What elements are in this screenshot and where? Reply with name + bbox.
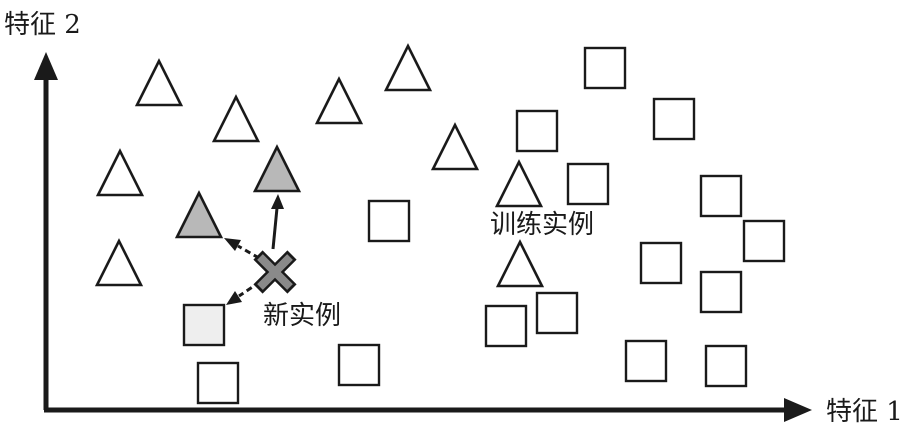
- triangle-sample: [383, 43, 433, 92]
- square-sample: [484, 304, 528, 348]
- triangle-sample: [430, 122, 480, 171]
- square-sample: [704, 344, 748, 388]
- square-sample: [699, 270, 743, 314]
- square-sample: [367, 199, 411, 243]
- triangle-sample: [95, 148, 145, 197]
- triangle-sample: [495, 239, 545, 288]
- square-sample: [699, 174, 743, 218]
- square-sample: [583, 46, 627, 90]
- y-axis-label: 特征 2: [4, 10, 81, 40]
- arrowhead: [226, 291, 242, 305]
- nearest-neighbor-square: [182, 303, 226, 347]
- square-sample: [515, 109, 559, 153]
- x-axis-label: 特征 1: [826, 397, 903, 427]
- triangle-sample: [494, 159, 544, 208]
- neighbor-arrow: [271, 207, 279, 250]
- triangle-sample: [134, 58, 184, 107]
- x-axis-arrowhead: [784, 398, 812, 422]
- arrowhead: [224, 238, 241, 251]
- square-sample: [337, 343, 381, 387]
- nearest-neighbor-triangle: [252, 144, 302, 193]
- square-sample: [566, 162, 610, 206]
- neighbor-arrow: [237, 244, 260, 260]
- square-sample: [639, 241, 683, 285]
- square-sample: [742, 219, 786, 263]
- arrowhead: [271, 194, 284, 209]
- square-sample: [624, 339, 668, 383]
- y-axis-arrowhead: [34, 52, 58, 80]
- new-example-label: 新实例: [263, 301, 341, 331]
- square-sample: [196, 361, 240, 405]
- triangle-sample: [314, 76, 364, 125]
- training-example-label: 训练实例: [490, 210, 594, 240]
- new-instance-marker: [253, 250, 297, 294]
- triangle-sample: [211, 94, 261, 143]
- nearest-neighbor-triangle: [174, 190, 224, 239]
- square-sample: [535, 291, 579, 335]
- square-sample: [652, 97, 696, 141]
- triangle-sample: [94, 238, 144, 287]
